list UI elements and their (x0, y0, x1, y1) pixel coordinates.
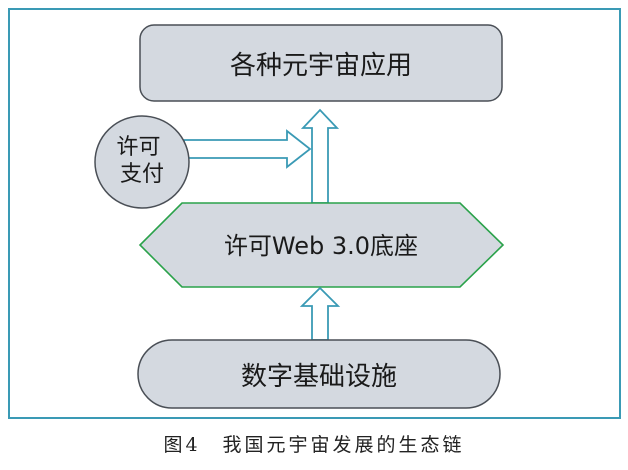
bottom-infrastructure-label: 数字基础设施 (241, 362, 397, 392)
bottom-infrastructure-box (137, 339, 501, 409)
figure-caption: 图4 我国元宇宙发展的生态链 (163, 434, 465, 456)
hexagon-label: 许可Web 3.0底座 (224, 232, 418, 260)
circle-node (94, 115, 190, 209)
arrow-up-to-hexagon (299, 286, 341, 341)
hexagon-platform (138, 202, 505, 288)
top-app-label: 各种元宇宙应用 (230, 51, 412, 81)
top-app-box (139, 24, 503, 102)
circle-label: 许可 支付 (116, 135, 167, 187)
arrow-right-from-circle (183, 129, 312, 169)
arrow-up-to-top (300, 108, 340, 204)
